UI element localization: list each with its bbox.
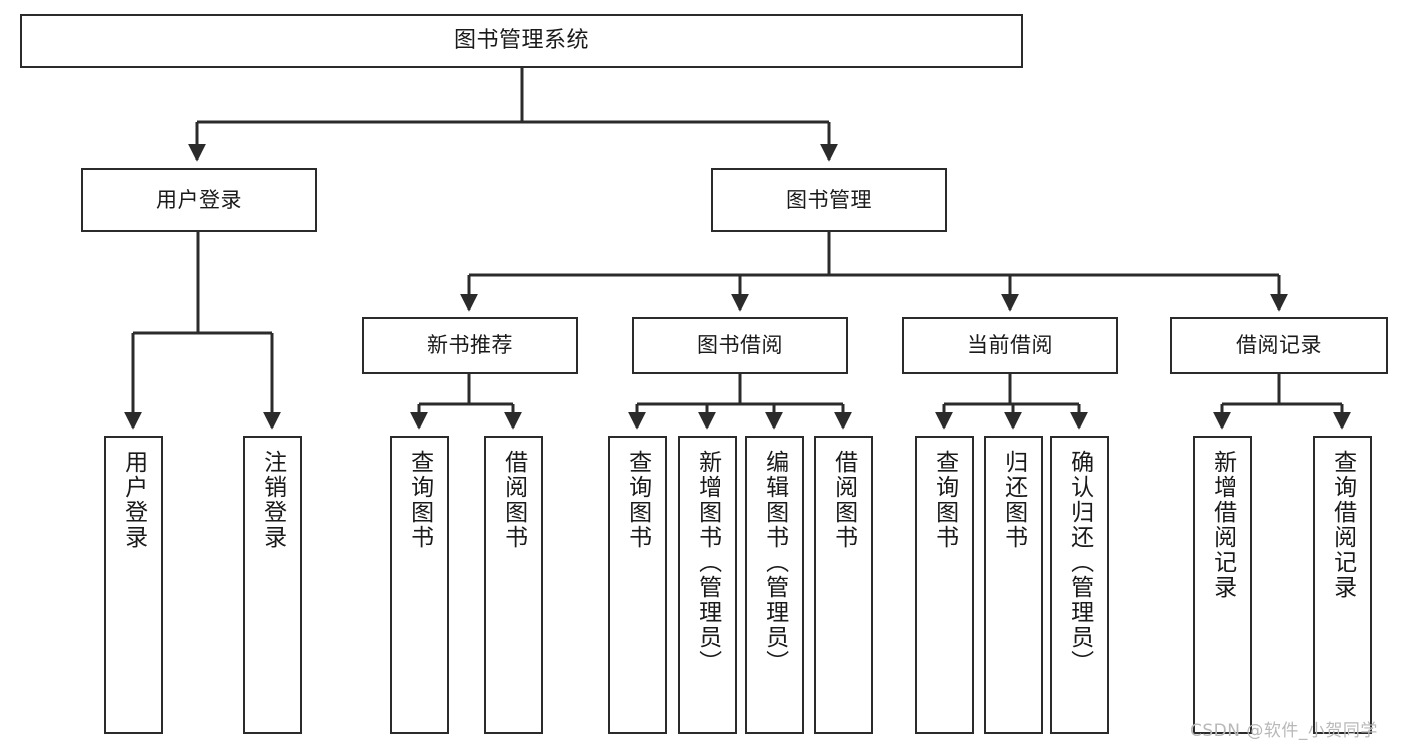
leaf-current-borrow-confirm-label: 确认归还（管理员） — [1066, 450, 1093, 675]
node-borrow-record[interactable]: 借阅记录 — [1170, 317, 1388, 374]
leaf-book-borrow-borrow[interactable]: 借阅图书 — [814, 436, 873, 734]
node-user-login[interactable]: 用户登录 — [81, 168, 317, 232]
node-root-label: 图书管理系统 — [453, 28, 589, 54]
node-current-borrow[interactable]: 当前借阅 — [902, 317, 1118, 374]
leaf-user-login-login[interactable]: 用户登录 — [104, 436, 163, 734]
leaf-book-borrow-edit-label: 编辑图书（管理员） — [761, 450, 788, 675]
leaf-book-borrow-borrow-label: 借阅图书 — [830, 450, 857, 550]
leaf-current-borrow-return-label: 归还图书 — [1000, 450, 1027, 550]
leaf-borrow-record-query[interactable]: 查询借阅记录 — [1313, 436, 1372, 734]
node-user-login-label: 用户登录 — [156, 187, 242, 212]
leaf-book-borrow-edit[interactable]: 编辑图书（管理员） — [745, 436, 804, 734]
leaf-new-book-query-label: 查询图书 — [406, 450, 433, 550]
node-new-book-recommend[interactable]: 新书推荐 — [362, 317, 578, 374]
node-book-borrow-label: 图书借阅 — [697, 333, 783, 358]
leaf-new-book-borrow[interactable]: 借阅图书 — [484, 436, 543, 734]
leaf-user-login-login-label: 用户登录 — [120, 450, 147, 550]
leaf-borrow-record-add[interactable]: 新增借阅记录 — [1193, 436, 1252, 734]
leaf-borrow-record-add-label: 新增借阅记录 — [1209, 450, 1236, 600]
leaf-book-borrow-query[interactable]: 查询图书 — [608, 436, 667, 734]
leaf-current-borrow-query[interactable]: 查询图书 — [915, 436, 974, 734]
node-book-manage[interactable]: 图书管理 — [711, 168, 947, 232]
leaf-new-book-query[interactable]: 查询图书 — [390, 436, 449, 734]
node-book-manage-label: 图书管理 — [786, 187, 872, 212]
leaf-book-borrow-query-label: 查询图书 — [624, 450, 651, 550]
leaf-book-borrow-add[interactable]: 新增图书（管理员） — [678, 436, 737, 734]
leaf-book-borrow-add-label: 新增图书（管理员） — [694, 450, 721, 675]
leaf-current-borrow-query-label: 查询图书 — [931, 450, 958, 550]
node-borrow-record-label: 借阅记录 — [1236, 333, 1322, 358]
leaf-borrow-record-query-label: 查询借阅记录 — [1329, 450, 1356, 600]
node-root[interactable]: 图书管理系统 — [20, 14, 1023, 68]
node-current-borrow-label: 当前借阅 — [967, 333, 1053, 358]
node-new-book-recommend-label: 新书推荐 — [427, 333, 513, 358]
leaf-user-login-logout-label: 注销登录 — [259, 450, 286, 550]
leaf-user-login-logout[interactable]: 注销登录 — [243, 436, 302, 734]
leaf-new-book-borrow-label: 借阅图书 — [500, 450, 527, 550]
leaf-current-borrow-return[interactable]: 归还图书 — [984, 436, 1043, 734]
leaf-current-borrow-confirm[interactable]: 确认归还（管理员） — [1050, 436, 1109, 734]
node-book-borrow[interactable]: 图书借阅 — [632, 317, 848, 374]
